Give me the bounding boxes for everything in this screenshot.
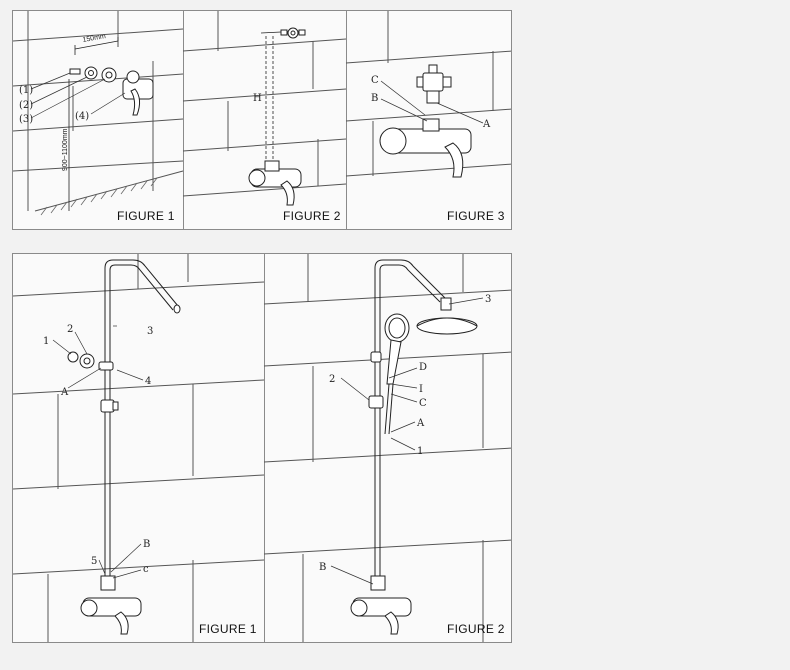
callout-1-fig1: (1) (19, 85, 33, 96)
callout-3-fig2-bottom: 3 (485, 294, 491, 305)
dimension-height-label: 900~1100mm (62, 128, 69, 171)
mixer-valve-fig3 (379, 118, 472, 178)
callout-leaders-fig2-bottom (330, 297, 484, 585)
top-divider-1 (183, 11, 184, 229)
callout-leaders-fig1-bottom (52, 325, 144, 579)
wall-bracket-fig2 (280, 27, 306, 39)
callout-1-fig1-bottom: 1 (43, 336, 49, 347)
bottom-panel-drawing: 1 2 3 A 4 B 5 c (13, 254, 511, 642)
callout-2-fig1-bottom: 2 (67, 324, 73, 335)
figure-1-caption-top: FIGURE 1 (117, 209, 175, 223)
bottom-instructions-panel: 1 2 3 A 4 B 5 c (12, 253, 512, 643)
slide-bracket-fig1 (100, 399, 119, 413)
height-dimension-fig2 (265, 36, 274, 166)
callout-2-fig1: (2) (19, 100, 33, 111)
top-divider-2 (346, 11, 347, 229)
wall-fixing-fig1 (67, 351, 114, 371)
callout-3-fig1-bottom: 3 (147, 326, 153, 337)
callout-1-fig2-bottom: 1 (417, 446, 423, 457)
callout-i-fig2-bottom: I (419, 384, 423, 395)
dimension-lines-fig1 (68, 37, 119, 211)
callout-4-fig1: (4) (75, 111, 89, 122)
figure-2-caption-bottom: FIGURE 2 (447, 622, 505, 636)
callout-c-fig3: C (371, 75, 379, 86)
mixer-valve-fig2 (248, 160, 302, 206)
figure-1-caption-bottom: FIGURE 1 (199, 622, 257, 636)
hand-shower-fig2 (384, 313, 410, 385)
figure-3-caption-top: FIGURE 3 (447, 209, 505, 223)
diverter-tee-fig3 (416, 64, 452, 104)
height-label-fig2: H (253, 93, 262, 104)
mixer-valve-fig1-bottom (80, 575, 142, 635)
bottom-divider (264, 254, 265, 642)
tile-wall-fig2-top (182, 11, 347, 197)
callout-b-fig2-bottom: B (319, 562, 326, 573)
tile-wall-fig2-bottom (263, 254, 511, 642)
slide-bracket-fig2 (368, 351, 384, 409)
dimension-spacing-label: 150mm (82, 33, 106, 44)
top-instructions-panel: 150mm 900~1100mm (1) (2) (3) (4) (12, 10, 512, 230)
callout-a-fig1-bottom: A (60, 387, 69, 398)
callout-c-fig1-bottom: c (143, 564, 149, 575)
callout-2-fig2-bottom: 2 (329, 374, 335, 385)
callout-a-fig3: A (482, 119, 491, 130)
floor-hatching-fig1 (40, 177, 158, 216)
tile-wall-fig1-top (13, 11, 184, 212)
mixer-valve-fig2-bottom (350, 575, 412, 635)
tile-wall-fig3-top (345, 11, 511, 177)
callout-leaders-fig1 (30, 72, 126, 119)
callout-d-fig2-bottom: D (419, 362, 427, 373)
callout-b-fig3: B (371, 93, 378, 104)
callout-leaders-fig3 (380, 80, 484, 124)
shower-column-fig2 (374, 259, 446, 584)
tile-wall-fig1-bottom (13, 254, 265, 642)
mixer-valve-fig1 (122, 70, 154, 116)
eccentric-fittings-fig1 (69, 66, 117, 83)
top-panel-drawing: 150mm 900~1100mm (1) (2) (3) (4) (13, 11, 511, 216)
callout-c-fig2-bottom: C (419, 398, 427, 409)
figure-2-caption-top: FIGURE 2 (283, 209, 341, 223)
callout-4-fig1-bottom: 4 (145, 376, 151, 387)
callout-5-fig1-bottom: 5 (91, 556, 97, 567)
shower-column-fig1 (104, 259, 181, 584)
callout-b-fig1-bottom: B (143, 539, 150, 550)
callout-a-fig2-bottom: A (416, 418, 425, 429)
hose-fig2 (384, 383, 394, 435)
rain-shower-head-fig2 (416, 297, 478, 335)
callout-3-fig1: (3) (19, 114, 33, 125)
